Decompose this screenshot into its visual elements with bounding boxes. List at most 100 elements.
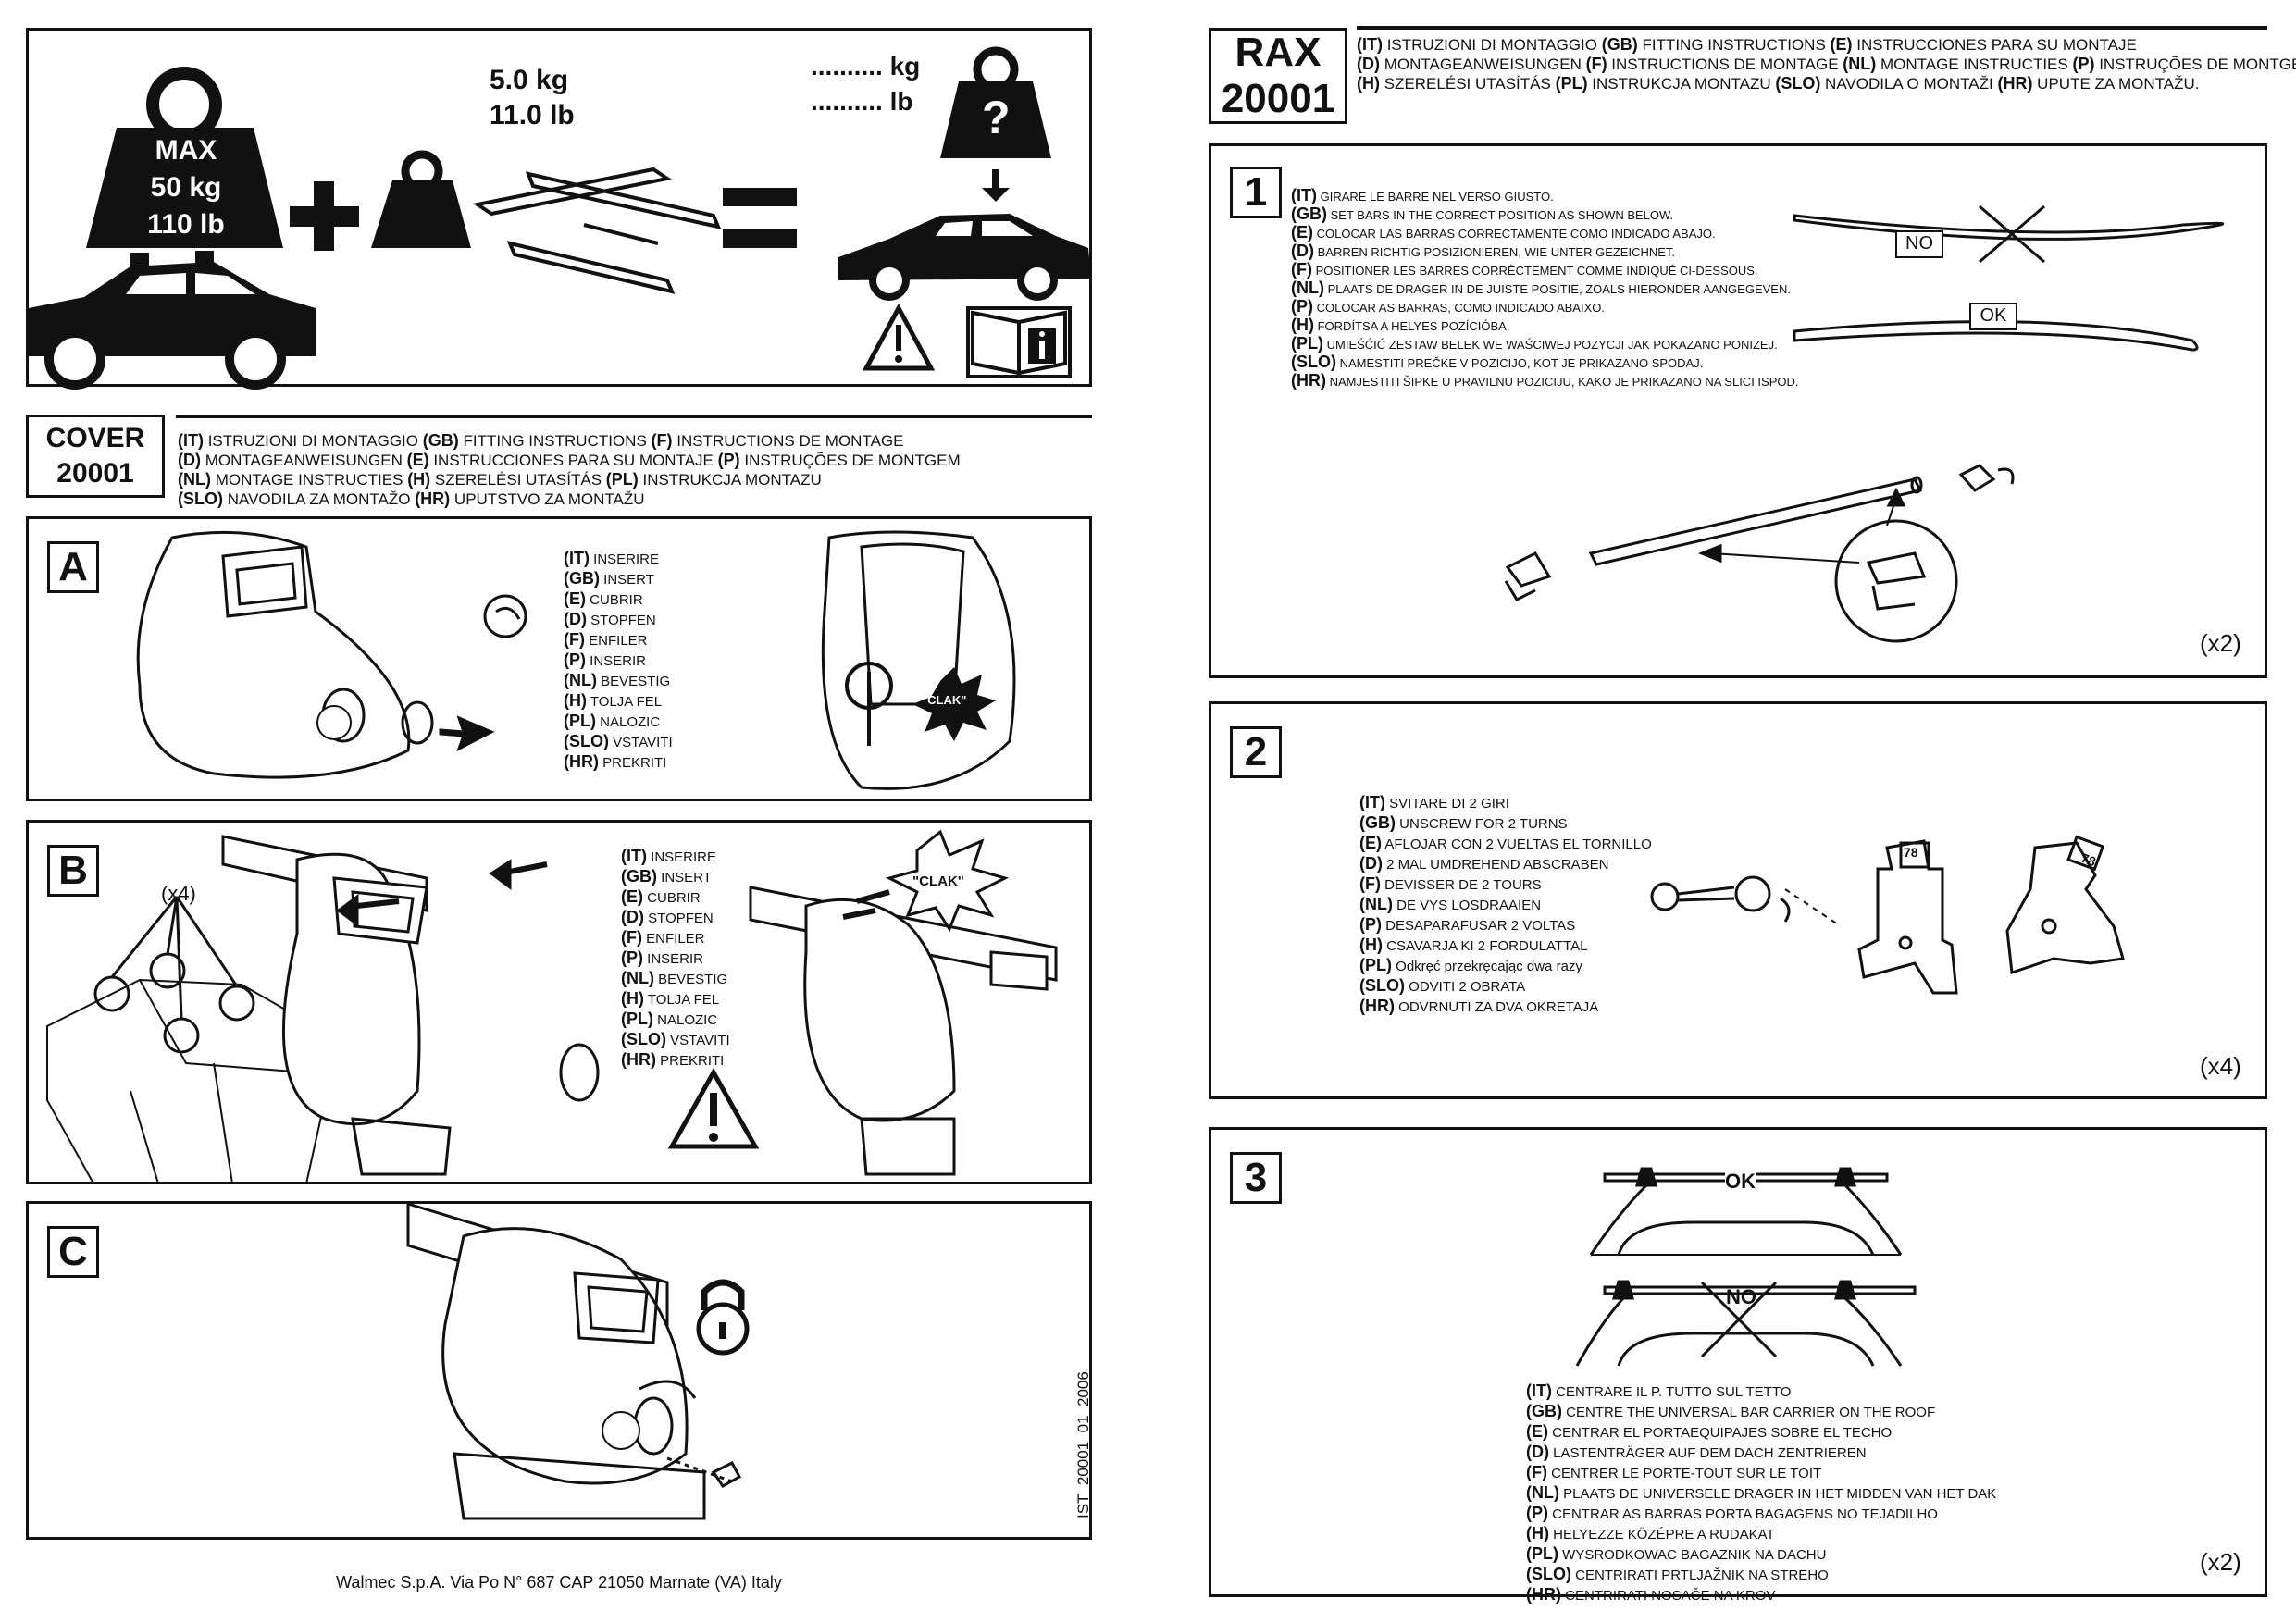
- step-3-drawing: [1575, 1167, 1917, 1367]
- language-code: (H): [621, 989, 644, 1008]
- instruction-text: BARREN RICHTIG POSIZIONIEREN, WIE UNTER …: [1314, 245, 1676, 259]
- instruction-text: PREKRITI: [656, 1053, 725, 1069]
- instruction-text: ODVITI 2 OBRATA: [1405, 979, 1526, 995]
- step-2-count: (x4): [2200, 1052, 2241, 1080]
- language-code: (PL): [1555, 74, 1588, 93]
- language-code: (P): [717, 451, 740, 469]
- bar-assembly-icon: [1504, 464, 2015, 643]
- language-code: (GB): [1359, 813, 1396, 832]
- instruction-text: INSTRUÇÕES DE MONTGEM: [2094, 56, 2296, 73]
- instruction-text: UPUTE ZA MONTAŽU.: [2032, 75, 2200, 93]
- instruction-text: WYSRODKOWAC BAGAZNIK NA DACHU: [1558, 1547, 1827, 1563]
- instruction-text: STOPFEN: [587, 613, 656, 628]
- step-1-no-label: NO: [1905, 233, 1933, 254]
- language-code: (D): [564, 610, 587, 628]
- instruction-row: (NL) BEVESTIG: [621, 969, 730, 989]
- instruction-text: DESAPARAFUSAR 2 VOLTAS: [1382, 918, 1576, 934]
- language-code: (HR): [1526, 1585, 1561, 1604]
- language-code: (PL): [1526, 1544, 1558, 1563]
- language-code: (H): [1291, 316, 1314, 334]
- step-1-instructions: (IT) GIRARE LE BARRE NEL VERSO GIUSTO.(G…: [1291, 187, 1798, 390]
- language-code: (IT): [1526, 1381, 1552, 1400]
- instruction-text: 2 MAL UMDREHEND ABSCRABEN: [1383, 857, 1609, 873]
- instruction-text: CUBRIR: [643, 890, 701, 906]
- max-kg: 50 kg: [150, 172, 222, 203]
- cover-header: (IT) ISTRUZIONI DI MONTAGGIO (GB) FITTIN…: [178, 431, 961, 509]
- language-code: (IT): [1357, 35, 1383, 54]
- roof-offcenter-no-icon: [1575, 1280, 1917, 1367]
- instruction-text: MONTAGEANWEISUNGEN: [1380, 56, 1586, 73]
- instruction-row: (E) AFLOJAR CON 2 VUELTAS EL TORNILLO: [1359, 834, 1652, 854]
- instruction-text: NAMESTITI PREČKE V POZICIJO, KOT JE PRIK…: [1336, 356, 1704, 370]
- instruction-text: PLAATS DE UNIVERSELE DRAGER IN HET MIDDE…: [1558, 1486, 1997, 1502]
- language-code: (E): [406, 451, 429, 469]
- language-code: (GB): [1526, 1402, 1562, 1420]
- instruction-text: SZERELÉSI UTASÍTÁS: [1380, 75, 1556, 93]
- manual-book-icon: [966, 306, 1072, 378]
- foot-cross-section-icon: [821, 530, 1016, 790]
- header-line: (D) MONTAGEANWEISUNGEN (E) INSTRUCCIONES…: [178, 451, 961, 470]
- instruction-row: (GB) CENTRE THE UNIVERSAL BAR CARRIER ON…: [1526, 1402, 1996, 1422]
- instruction-text: INSERIRE: [646, 849, 716, 865]
- clak-burst-icon: [885, 829, 1010, 933]
- language-code: (PL): [605, 470, 639, 489]
- step-a-panel: A "CLAK" (IT) INSERIRE(GB) INSERT(E) CUB…: [26, 516, 1092, 801]
- car-left-icon: [29, 251, 316, 390]
- language-code: (E): [564, 589, 586, 608]
- step-c-doc-code: IST_20001_01_2006: [1074, 1371, 1092, 1518]
- instruction-row: (E) CENTRAR EL PORTAEQUIPAJES SOBRE EL T…: [1526, 1422, 1996, 1443]
- instruction-text: INSTRUCCIONES PARA SU MONTAJE: [1852, 36, 2137, 54]
- step-b-letter: B: [47, 845, 99, 897]
- language-code: (E): [1291, 223, 1313, 242]
- language-code: (H): [1359, 935, 1383, 954]
- instruction-text: INSTRUKCJA MONTAZU: [638, 471, 822, 489]
- max-label: MAX: [155, 135, 217, 166]
- instruction-row: (HR) PREKRITI: [621, 1050, 730, 1071]
- instruction-row: (D) BARREN RICHTIG POSIZIONIEREN, WIE UN…: [1291, 242, 1798, 261]
- instruction-row: (IT) GIRARE LE BARRE NEL VERSO GIUSTO.: [1291, 187, 1798, 205]
- instruction-row: (PL) NALOZIC: [564, 712, 673, 732]
- instruction-row: (SLO) VSTAVITI: [564, 732, 673, 752]
- instruction-text: VSTAVITI: [609, 735, 673, 750]
- instruction-text: LASTENTRÄGER AUF DEM DACH ZENTRIEREN: [1549, 1445, 1867, 1461]
- instruction-row: (P) CENTRAR AS BARRAS PORTA BAGAGENS NO …: [1526, 1504, 1996, 1524]
- step-1-count: (x2): [2200, 629, 2241, 657]
- instruction-text: INSTRUCCIONES PARA SU MONTAJE: [428, 452, 718, 469]
- instruction-text: NALOZIC: [596, 714, 661, 730]
- language-code: (SLO): [564, 732, 609, 750]
- instruction-text: POSITIONER LES BARRES CORRÈCTEMENT COMME…: [1311, 264, 1758, 278]
- language-code: (D): [621, 908, 644, 926]
- instruction-text: CENTRAR AS BARRAS PORTA BAGAGENS NO TEJA…: [1548, 1506, 1938, 1522]
- instruction-row: (D) STOPFEN: [621, 908, 730, 928]
- language-code: (H): [1526, 1524, 1549, 1542]
- foot-lock-assembly-icon: [406, 1201, 742, 1520]
- language-code: (PL): [564, 712, 596, 730]
- max-weight-icon: [86, 67, 283, 248]
- cover-title-line2: 20001: [56, 458, 134, 489]
- language-code: (PL): [1359, 956, 1392, 974]
- cross-icon: [1979, 204, 2045, 264]
- instruction-text: SET BARS IN THE CORRECT POSITION AS SHOW…: [1327, 208, 1674, 222]
- instruction-text: FITTING INSTRUCTIONS: [1637, 36, 1831, 54]
- bars-kg: 5.0 kg: [490, 65, 569, 95]
- instruction-row: (PL) WYSRODKOWAC BAGAZNIK NA DACHU: [1526, 1544, 1996, 1565]
- weight-diagram: [29, 46, 1091, 390]
- rax-header-rule: [1357, 26, 2267, 30]
- instruction-row: (H) HELYEZZE KÖZÉPRE A RUDAKAT: [1526, 1524, 1996, 1544]
- step-a-letter: A: [47, 541, 99, 593]
- language-code: (NL): [1291, 279, 1324, 297]
- step-1-panel: 1 (IT) GIRARE LE BARRE NEL VERSO GIUSTO.…: [1209, 143, 2267, 678]
- instruction-text: HELYEZZE KÖZÉPRE A RUDAKAT: [1549, 1527, 1775, 1542]
- step-1-drawing: [1504, 204, 2225, 643]
- language-code: (GB): [621, 867, 657, 886]
- max-lb: 110 lb: [147, 209, 225, 240]
- instruction-row: (NL) DE VYS LOSDRAAIEN: [1359, 895, 1652, 915]
- no-label-box: [1895, 230, 1943, 258]
- equals-icon: [723, 188, 797, 248]
- result-lb: .......... lb: [811, 87, 913, 116]
- step-3-panel: 3 OK NO (IT) CENTRARE IL P. TUTTO SUL TE…: [1209, 1127, 2267, 1604]
- step-3-ok-label: OK: [1725, 1170, 1756, 1194]
- language-code: (D): [1359, 854, 1383, 873]
- instruction-row: (D) STOPFEN: [564, 610, 673, 630]
- instruction-text: CENTRARE IL P. TUTTO SUL TETTO: [1551, 1384, 1792, 1400]
